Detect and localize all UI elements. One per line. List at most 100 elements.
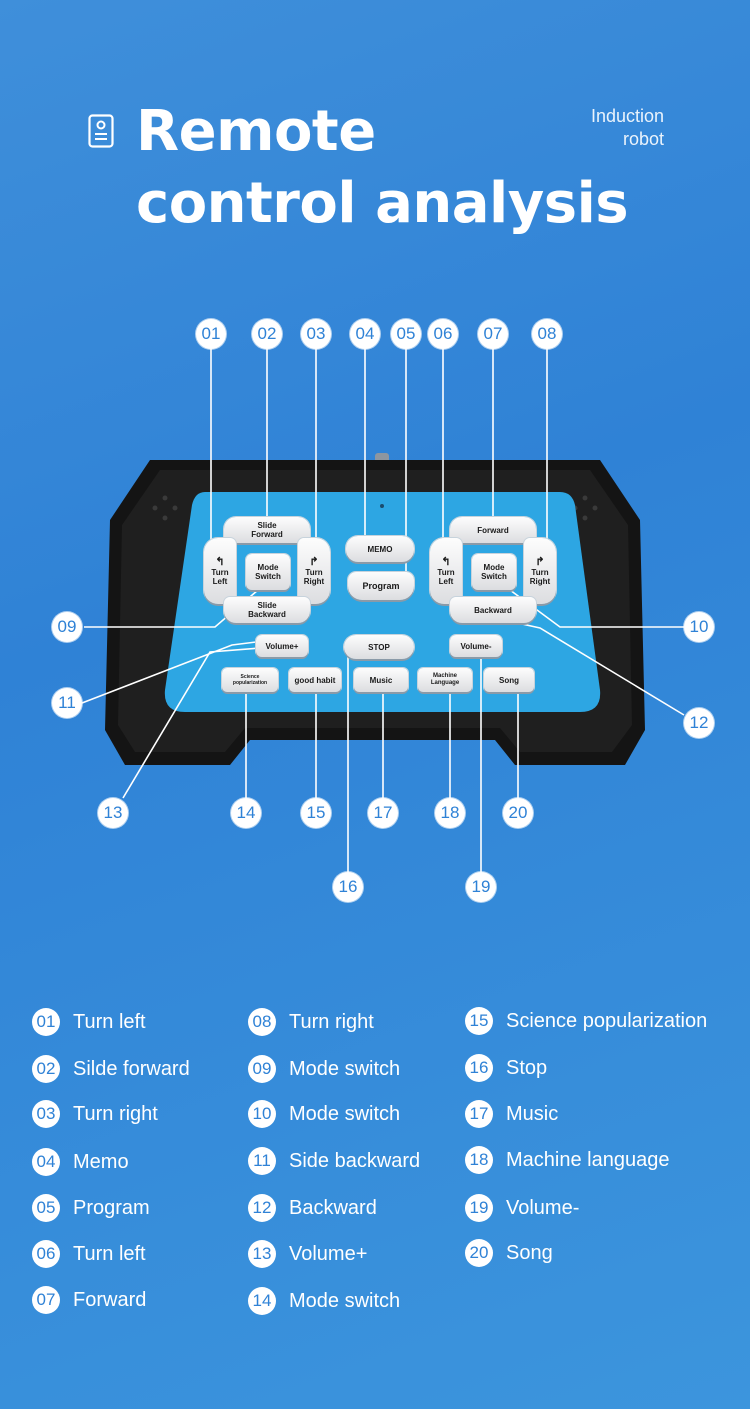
forward-label: Forward — [477, 525, 509, 535]
legend-number: 18 — [465, 1146, 493, 1174]
mode-switch-label-2: Switch — [481, 572, 507, 581]
legend-label: Silde forward — [73, 1057, 190, 1080]
stop-label: STOP — [368, 642, 390, 652]
legend-number: 11 — [248, 1147, 276, 1175]
legend-number: 05 — [32, 1194, 60, 1222]
legend-number: 20 — [465, 1239, 493, 1267]
science-button[interactable]: Science popularization — [222, 668, 278, 692]
legend-item: 08 Turn right — [248, 1007, 374, 1037]
legend-number: 09 — [248, 1055, 276, 1083]
volume-plus-button[interactable]: Volume+ — [256, 635, 308, 657]
turn-right-label-2: Right — [303, 576, 325, 586]
callout-09: 09 — [52, 612, 82, 642]
turn-left-button-left[interactable]: ↰ Turn Left — [204, 538, 236, 604]
turn-right-button-right[interactable]: ↱ Turn Right — [524, 538, 556, 604]
slide-backward-button[interactable]: Slide Backward — [224, 597, 310, 623]
turn-right-label-1: Turn — [305, 567, 323, 577]
callout-15: 15 — [301, 798, 331, 828]
good-habit-button[interactable]: good habit — [289, 668, 341, 692]
legend-number: 02 — [32, 1055, 60, 1083]
turn-left-label-2: Left — [438, 576, 454, 586]
machine-language-button[interactable]: Machine Language — [418, 668, 472, 692]
title-line-2: control analysis — [136, 171, 629, 236]
legend-number: 14 — [248, 1287, 276, 1315]
music-button[interactable]: Music — [354, 668, 408, 692]
callout-19: 19 — [466, 872, 496, 902]
turn-left-label-1: Turn — [437, 567, 455, 577]
machine-language-label-1: Machine — [432, 673, 457, 679]
turn-left-arrow-icon: ↰ — [215, 555, 225, 568]
song-label: Song — [499, 675, 519, 685]
legend-number: 15 — [465, 1007, 493, 1035]
callout-14: 14 — [231, 798, 261, 828]
legend-item: 06 Turn left — [32, 1239, 146, 1269]
legend-item: 16 Stop — [465, 1053, 547, 1083]
forward-button[interactable]: Forward — [450, 517, 536, 543]
callout-18: 18 — [435, 798, 465, 828]
backward-button[interactable]: Backward — [450, 597, 536, 623]
legend-item: 17 Music — [465, 1099, 558, 1129]
legend-number: 17 — [465, 1100, 493, 1128]
turn-right-button-left[interactable]: ↱ Turn Right — [298, 538, 330, 604]
legend-label: Side backward — [289, 1149, 421, 1172]
turn-left-label-2: Left — [212, 576, 228, 586]
slide-forward-label-2: Forward — [251, 530, 283, 539]
legend-label: Turn left — [73, 1242, 146, 1265]
legend-number: 03 — [32, 1100, 60, 1128]
callout-17: 17 — [368, 798, 398, 828]
mode-switch-button-right[interactable]: Mode Switch — [472, 554, 516, 590]
slide-backward-label-1: Slide — [257, 601, 277, 610]
volume-minus-label: Volume- — [460, 641, 492, 651]
legend-label: Music — [506, 1102, 559, 1125]
mode-switch-button-left[interactable]: Mode Switch — [246, 554, 290, 590]
turn-right-arrow-icon: ↱ — [309, 555, 319, 568]
legend-number: 01 — [32, 1008, 60, 1036]
legend-item: 15 Science popularization — [465, 1006, 707, 1036]
remote-doc-icon — [88, 114, 114, 148]
mode-switch-label-1: Mode — [257, 563, 279, 572]
mode-switch-label-1: Mode — [483, 563, 505, 572]
legend-label: Turn right — [289, 1010, 374, 1033]
callout-20: 20 — [503, 798, 533, 828]
legend-label: Mode switch — [289, 1102, 401, 1125]
legend-item: 11 Side backward — [248, 1146, 420, 1176]
legend-label: Stop — [506, 1056, 548, 1079]
turn-left-button-right[interactable]: ↰ Turn Left — [430, 538, 462, 604]
slide-backward-label-2: Backward — [248, 610, 286, 619]
legend-number: 10 — [248, 1100, 276, 1128]
legend-number: 16 — [465, 1054, 493, 1082]
legend-label: Memo — [73, 1150, 129, 1173]
legend-label: Science popularization — [506, 1009, 708, 1032]
legend-number: 06 — [32, 1240, 60, 1268]
song-button[interactable]: Song — [484, 668, 534, 692]
title-line-1: Remote — [136, 99, 376, 164]
callout-11: 11 — [52, 688, 82, 718]
turn-right-arrow-icon: ↱ — [535, 555, 545, 568]
stop-button[interactable]: STOP — [344, 635, 414, 659]
slide-forward-button[interactable]: Slide Forward — [224, 517, 310, 543]
music-label: Music — [369, 675, 393, 685]
backward-label: Backward — [474, 605, 512, 615]
program-button[interactable]: Program — [348, 572, 414, 600]
legend-number: 08 — [248, 1008, 276, 1036]
memo-button[interactable]: MEMO — [346, 536, 414, 562]
callout-06: 06 — [428, 319, 458, 349]
subtitle-line-2: robot — [622, 129, 664, 149]
turn-left-arrow-icon: ↰ — [441, 555, 451, 568]
callout-10: 10 — [684, 612, 714, 642]
volume-minus-button[interactable]: Volume- — [450, 635, 502, 657]
callout-13: 13 — [98, 798, 128, 828]
turn-right-label-1: Turn — [531, 567, 549, 577]
turn-right-label-2: Right — [529, 576, 551, 586]
